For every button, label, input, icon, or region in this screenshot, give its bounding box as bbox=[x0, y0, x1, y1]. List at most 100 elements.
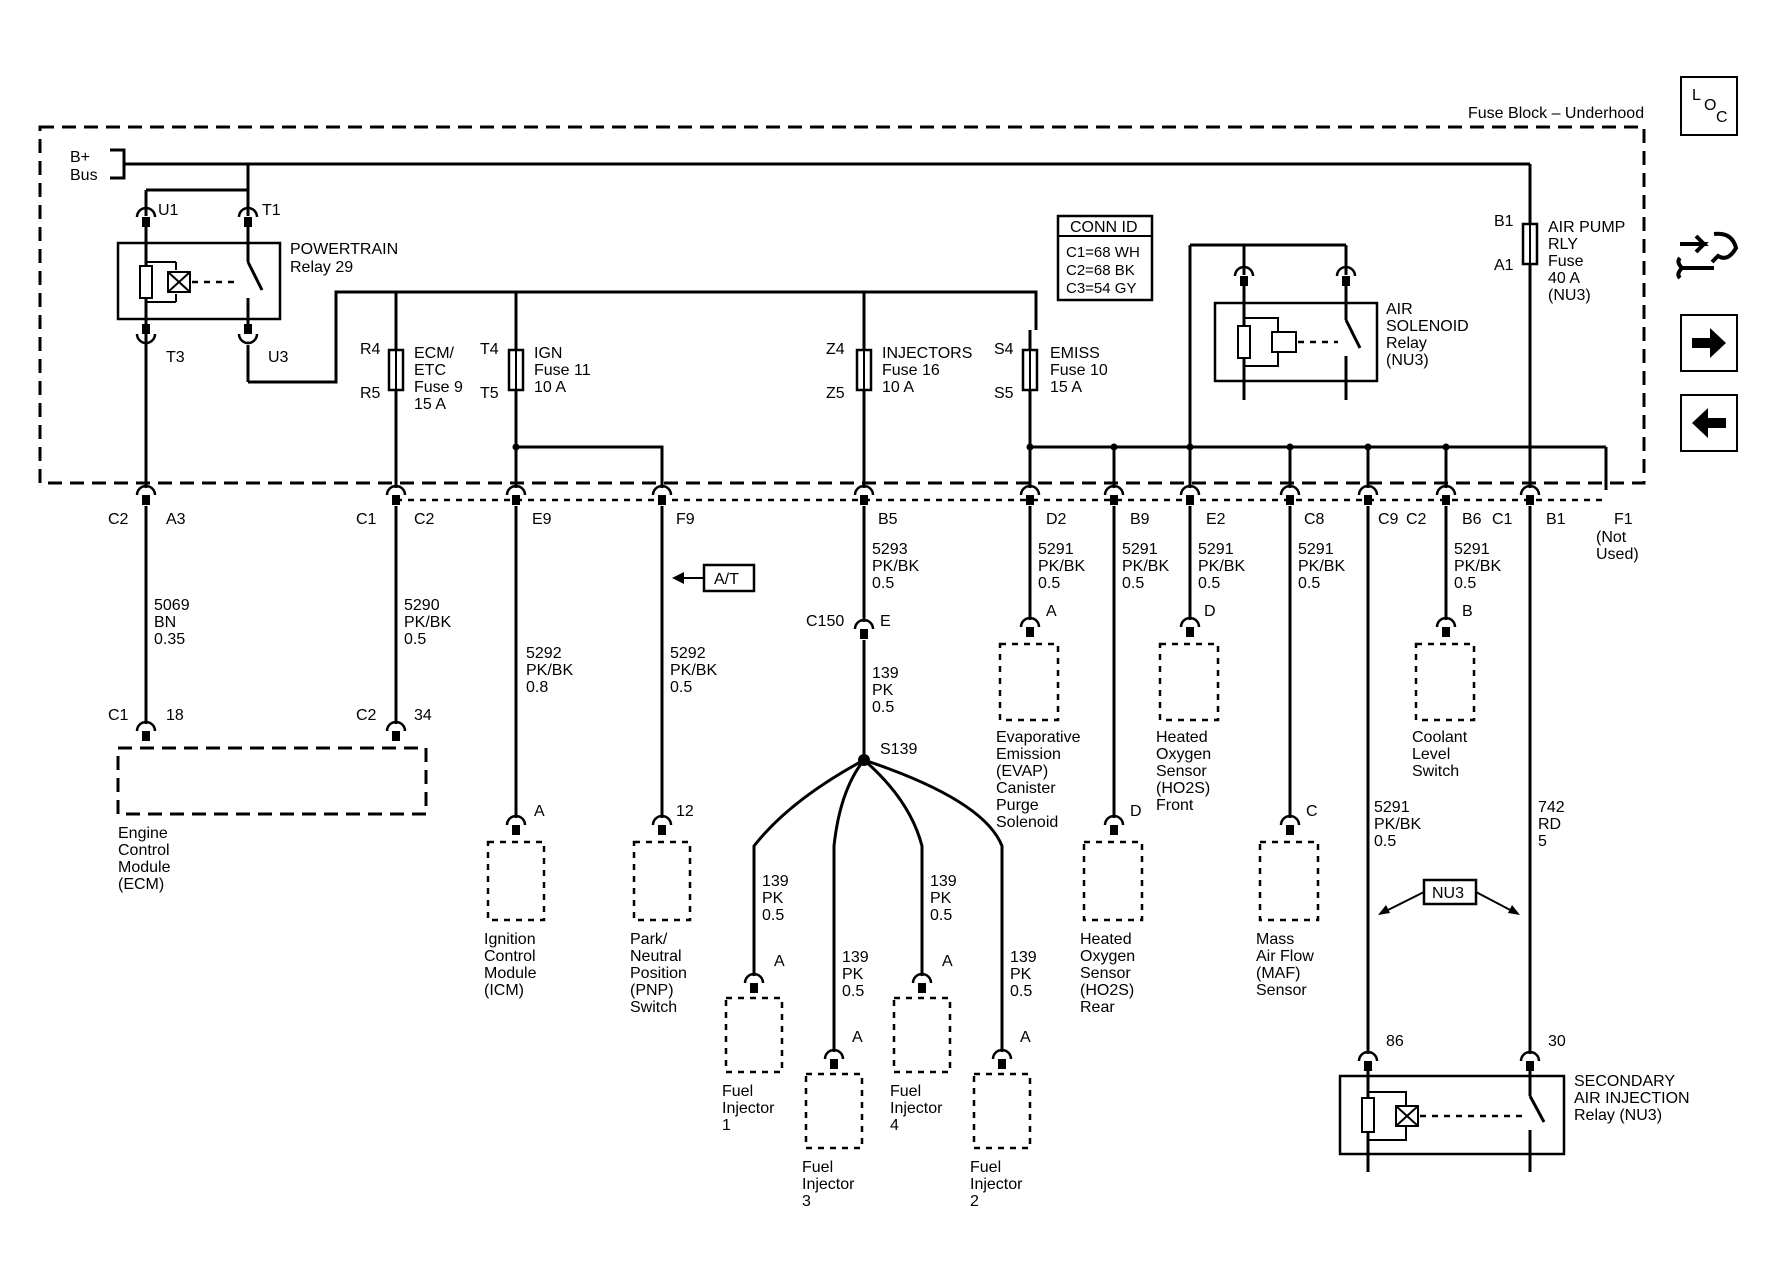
inj4-box bbox=[892, 996, 952, 1074]
term-c9: C9 bbox=[1378, 511, 1399, 528]
wire-139-inj1-circuit: 139 bbox=[762, 873, 789, 890]
conn-id-title: CONN ID bbox=[1070, 219, 1138, 236]
fuse-emiss-l1: EMISS bbox=[1050, 345, 1100, 362]
relay-pin-u1: U1 bbox=[158, 202, 179, 219]
ho2s-front-pin: D bbox=[1204, 603, 1216, 620]
fuse-airpump-bot-pin: A1 bbox=[1494, 257, 1514, 274]
evap-l5: Purge bbox=[996, 797, 1039, 814]
inj4-l3: 4 bbox=[890, 1117, 899, 1134]
inj4-l1: Fuel bbox=[890, 1083, 921, 1100]
wire-5292a-circuit: 5292 bbox=[526, 645, 562, 662]
wire-5291-c8-circuit: 5291 bbox=[1298, 541, 1334, 558]
ho2s-front-l3: Sensor bbox=[1156, 763, 1207, 780]
inj3-pin: A bbox=[852, 1029, 863, 1046]
at-label: A/T bbox=[714, 571, 739, 588]
fuse-ign-bot-pin: T5 bbox=[480, 385, 499, 402]
evap-pin: A bbox=[1046, 603, 1057, 620]
fuse-airpump-l1: AIR PUMP bbox=[1548, 219, 1625, 236]
back-button[interactable] bbox=[1680, 394, 1738, 452]
wire-5291-b9-size: 0.5 bbox=[1122, 575, 1144, 592]
wire-5291-b6-size: 0.5 bbox=[1454, 575, 1476, 592]
inj3-l3: 3 bbox=[802, 1193, 811, 1210]
fuse-block-terminals bbox=[135, 484, 1541, 507]
inj1-box bbox=[724, 996, 784, 1074]
fuse-inj-l1: INJECTORS bbox=[882, 345, 972, 362]
inj1-l2: Injector bbox=[722, 1100, 775, 1117]
ho2s-rear-l5: Rear bbox=[1080, 999, 1115, 1016]
relay-pin-u3: U3 bbox=[268, 349, 289, 366]
wire-139-inj1-size: 0.5 bbox=[762, 907, 784, 924]
relay-pin-t3: T3 bbox=[166, 349, 185, 366]
fuse-ecm-l2: ETC bbox=[414, 362, 446, 379]
fuse-airpump-l2: RLY bbox=[1548, 236, 1578, 253]
powertrain-relay-sub: Relay 29 bbox=[290, 259, 353, 276]
fuse-emiss-bot-pin: S5 bbox=[994, 385, 1014, 402]
ecm-pin-18: 18 bbox=[166, 707, 184, 724]
ho2s-rear-box bbox=[1082, 840, 1144, 922]
ecm-pin-c1: C1 bbox=[108, 707, 129, 724]
next-button[interactable] bbox=[1680, 314, 1738, 372]
inj3-box bbox=[804, 1072, 864, 1150]
wire-5291-b6-circuit: 5291 bbox=[1454, 541, 1490, 558]
splice-s139-label: S139 bbox=[880, 741, 917, 758]
icm-l4: (ICM) bbox=[484, 982, 524, 999]
fuse-airpump-l3: Fuse bbox=[1548, 253, 1584, 270]
wire-139-inj4-circuit: 139 bbox=[930, 873, 957, 890]
relay-pin-t1: T1 bbox=[262, 202, 281, 219]
inj1-l1: Fuel bbox=[722, 1083, 753, 1100]
term-f1-note2: Used) bbox=[1596, 546, 1639, 563]
term-f1: F1 bbox=[1614, 511, 1633, 528]
fuse-ecm-l4: 15 A bbox=[414, 396, 446, 413]
wire-139-inj2-color: PK bbox=[1010, 966, 1032, 983]
conn-id-c2: C2=68 BK bbox=[1066, 262, 1135, 279]
fuse-ecm-top-pin: R4 bbox=[360, 341, 381, 358]
wire-5292a-color: PK/BK bbox=[526, 662, 573, 679]
icm-l3: Module bbox=[484, 965, 537, 982]
wire-139-inj4 bbox=[863, 758, 924, 976]
secondary-air-relay bbox=[1338, 1050, 1566, 1172]
wire-139-inj2 bbox=[863, 758, 1004, 1052]
fuse-ign-top-pin: T4 bbox=[480, 341, 499, 358]
ecm-l3: Module bbox=[118, 859, 171, 876]
wire-5069-circuit: 5069 bbox=[154, 597, 190, 614]
term-c8: C8 bbox=[1304, 511, 1325, 528]
wire-5293-color: PK/BK bbox=[872, 558, 919, 575]
ho2s-front-l5: Front bbox=[1156, 797, 1194, 814]
fuse-inj-bot-pin: Z5 bbox=[826, 385, 845, 402]
wire-5291-c8-color: PK/BK bbox=[1298, 558, 1345, 575]
ecm-box bbox=[116, 746, 428, 816]
wire-5291-d2-color: PK/BK bbox=[1038, 558, 1085, 575]
air-solenoid-l4: (NU3) bbox=[1386, 352, 1429, 369]
wire-5290-color: PK/BK bbox=[404, 614, 451, 631]
wire-139-inj4-color: PK bbox=[930, 890, 952, 907]
wrench-icon[interactable] bbox=[1674, 228, 1742, 284]
fuse-ecm-l3: Fuse 9 bbox=[414, 379, 463, 396]
fuse-ign-l2: Fuse 11 bbox=[534, 362, 591, 379]
term-a3: A3 bbox=[166, 511, 186, 528]
ecm-l2: Control bbox=[118, 842, 170, 859]
maf-l1: Mass bbox=[1256, 931, 1294, 948]
wire-139-color: PK bbox=[872, 682, 894, 699]
inj2-pin: A bbox=[1020, 1029, 1031, 1046]
inj1-l3: 1 bbox=[722, 1117, 731, 1134]
wire-139-inj2-size: 0.5 bbox=[1010, 983, 1032, 1000]
wire-5290-circuit: 5290 bbox=[404, 597, 440, 614]
term-b9: B9 bbox=[1130, 511, 1150, 528]
c150-pin: E bbox=[880, 613, 891, 630]
pnp-l1: Park/ bbox=[630, 931, 668, 948]
loc-button[interactable]: L O C bbox=[1680, 76, 1738, 136]
coolant-box bbox=[1414, 642, 1476, 722]
bus-label: Bus bbox=[70, 167, 98, 184]
wire-5291-e2-size: 0.5 bbox=[1198, 575, 1220, 592]
fuse-emiss-l3: 15 A bbox=[1050, 379, 1082, 396]
term-c9-conn: C2 bbox=[1406, 511, 1427, 528]
wire-139-size: 0.5 bbox=[872, 699, 894, 716]
loc-letter-l: L bbox=[1692, 87, 1701, 104]
loc-letter-c: C bbox=[1716, 109, 1728, 126]
fuse-block-outline bbox=[38, 125, 1646, 485]
wire-5069-color: BN bbox=[154, 614, 176, 631]
powertrain-relay-name: POWERTRAIN bbox=[290, 241, 398, 258]
ecm-pin-c2: C2 bbox=[356, 707, 377, 724]
fuse-ign-l1: IGN bbox=[534, 345, 562, 362]
wire-139-inj3-circuit: 139 bbox=[842, 949, 869, 966]
